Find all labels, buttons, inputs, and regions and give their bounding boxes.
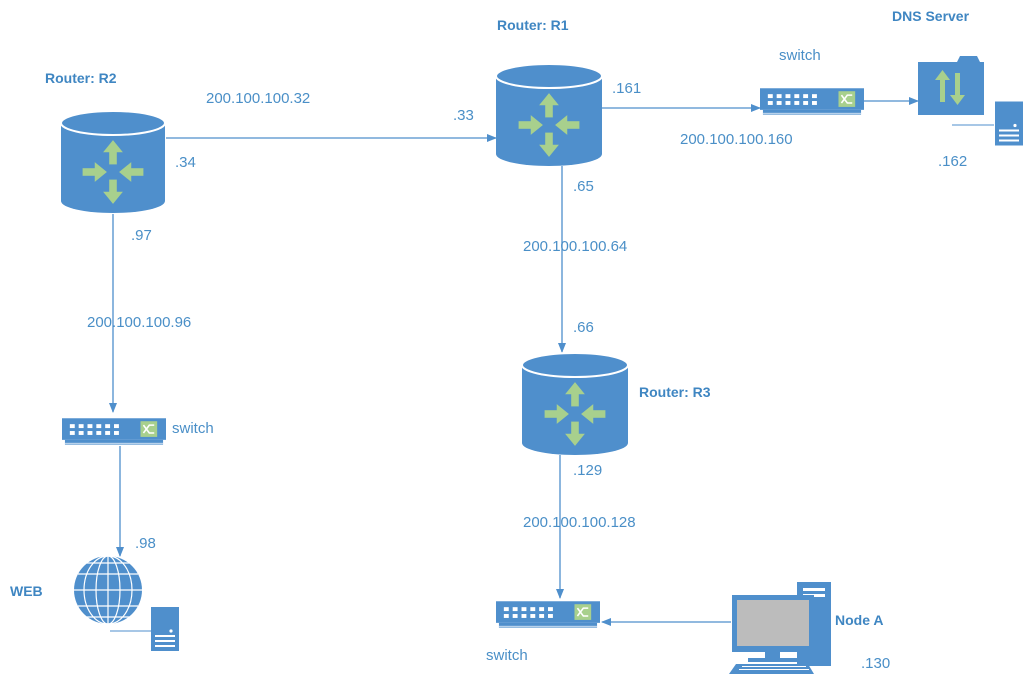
web-globe-icon[interactable] bbox=[74, 555, 142, 625]
port-label-r1-33: .33 bbox=[453, 107, 474, 124]
web-ip-label: .98 bbox=[135, 535, 156, 552]
switch-top-right-icon[interactable] bbox=[760, 87, 864, 116]
router-r3-icon[interactable] bbox=[521, 352, 629, 455]
router-r1-title: Router: R1 bbox=[497, 17, 569, 33]
switch-left-label: switch bbox=[172, 420, 214, 437]
node-a-computer-icon[interactable] bbox=[729, 582, 831, 674]
network-label-r1-dns: 200.100.100.160 bbox=[680, 131, 793, 148]
node-a-ip-label: .130 bbox=[861, 655, 891, 672]
dns-server-title: DNS Server bbox=[892, 8, 970, 24]
dns-server-icon[interactable] bbox=[918, 56, 984, 115]
switch-bottom-label: switch bbox=[486, 647, 528, 664]
port-label-r3-129: .129 bbox=[573, 462, 603, 479]
network-label-r2-r1: 200.100.100.32 bbox=[206, 90, 311, 107]
switch-bottom-icon[interactable] bbox=[496, 600, 600, 629]
web-tower-server-icon bbox=[151, 607, 179, 651]
network-label-r2-web: 200.100.100.96 bbox=[87, 314, 192, 331]
router-r2-title: Router: R2 bbox=[45, 70, 117, 86]
network-label-r1-r3: 200.100.100.64 bbox=[523, 238, 628, 255]
switch-top-right-label: switch bbox=[779, 47, 821, 64]
web-title: WEB bbox=[10, 583, 43, 599]
node-a-title: Node A bbox=[835, 612, 884, 628]
switch-left-icon[interactable] bbox=[62, 417, 166, 446]
router-r2-icon[interactable] bbox=[60, 110, 166, 213]
port-label-r1-65: .65 bbox=[573, 178, 594, 195]
dns-tower-server-icon bbox=[995, 101, 1023, 146]
port-label-r3-66: .66 bbox=[573, 319, 594, 336]
router-r1-icon[interactable] bbox=[495, 63, 603, 166]
dns-ip-label: .162 bbox=[938, 153, 968, 170]
router-r3-title: Router: R3 bbox=[639, 384, 711, 400]
port-label-r2-97: .97 bbox=[131, 227, 152, 244]
port-label-r2-34: .34 bbox=[175, 154, 196, 171]
network-label-r3-nodea: 200.100.100.128 bbox=[523, 514, 636, 531]
port-label-r1-161: .161 bbox=[612, 80, 642, 97]
